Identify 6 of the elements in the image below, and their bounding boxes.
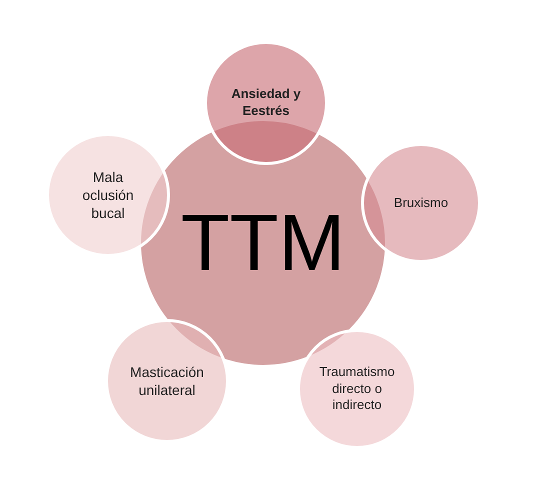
node-label: Ansiedad y Eestrés <box>230 86 302 120</box>
node-label: Bruxismo <box>394 194 448 212</box>
node-label: Masticación unilateral <box>129 362 205 400</box>
node-label: Mala oclusión bucal <box>81 168 135 222</box>
title-label: TTM <box>180 197 346 289</box>
node-label: Traumatismo directo o indirecto <box>318 364 396 414</box>
